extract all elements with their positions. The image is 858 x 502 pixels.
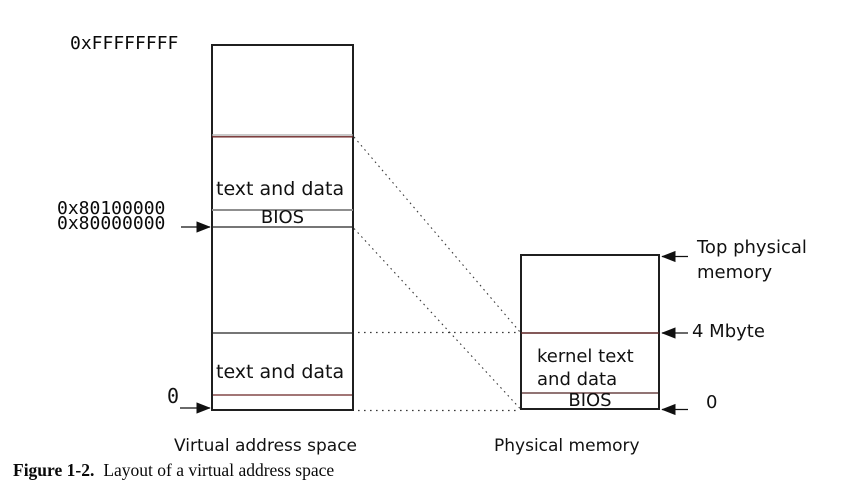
top-physical-memory-line2: memory (697, 262, 773, 283)
physical-zero-label: 0 (706, 392, 718, 413)
top-physical-memory-label: Top physical memory (697, 235, 807, 285)
virtual-0x80100000-label: 0x80100000 (57, 198, 166, 219)
physical-memory-title: Physical memory (494, 436, 640, 456)
virtual-bios-region-label: BIOS (260, 207, 305, 228)
virtual-zero-label: 0 (167, 384, 180, 408)
virtual-address-space-title: Virtual address space (174, 436, 358, 456)
virtual-lower-text-and-data-region-label: text and data (216, 361, 345, 383)
figure-caption-title: Layout of a virtual address space (103, 460, 335, 480)
figure-caption: Figure 1-2. Layout of a virtual address s… (13, 460, 334, 481)
mapping-diagonal-bottom (353, 228, 521, 409)
physical-box-outline (520, 254, 660, 410)
figure-caption-number: Figure 1-2. (13, 460, 95, 480)
top-physical-memory-line1: Top physical (697, 237, 807, 258)
virtual-0x80000000-label: 0x80000000 (57, 213, 166, 234)
virtual-upper-text-and-data-region-label: text and data (216, 178, 345, 200)
virtual-top-address-label: 0xFFFFFFFF (70, 33, 179, 54)
4mbyte-label: 4 Mbyte (692, 321, 765, 342)
physical-kernel-region-label-line1: kernel text (537, 346, 634, 367)
physical-kernel-region-label-line2: and data (537, 369, 618, 390)
physical-bios-region-label: BIOS (568, 390, 612, 411)
mapping-diagonal-top (353, 136, 521, 333)
